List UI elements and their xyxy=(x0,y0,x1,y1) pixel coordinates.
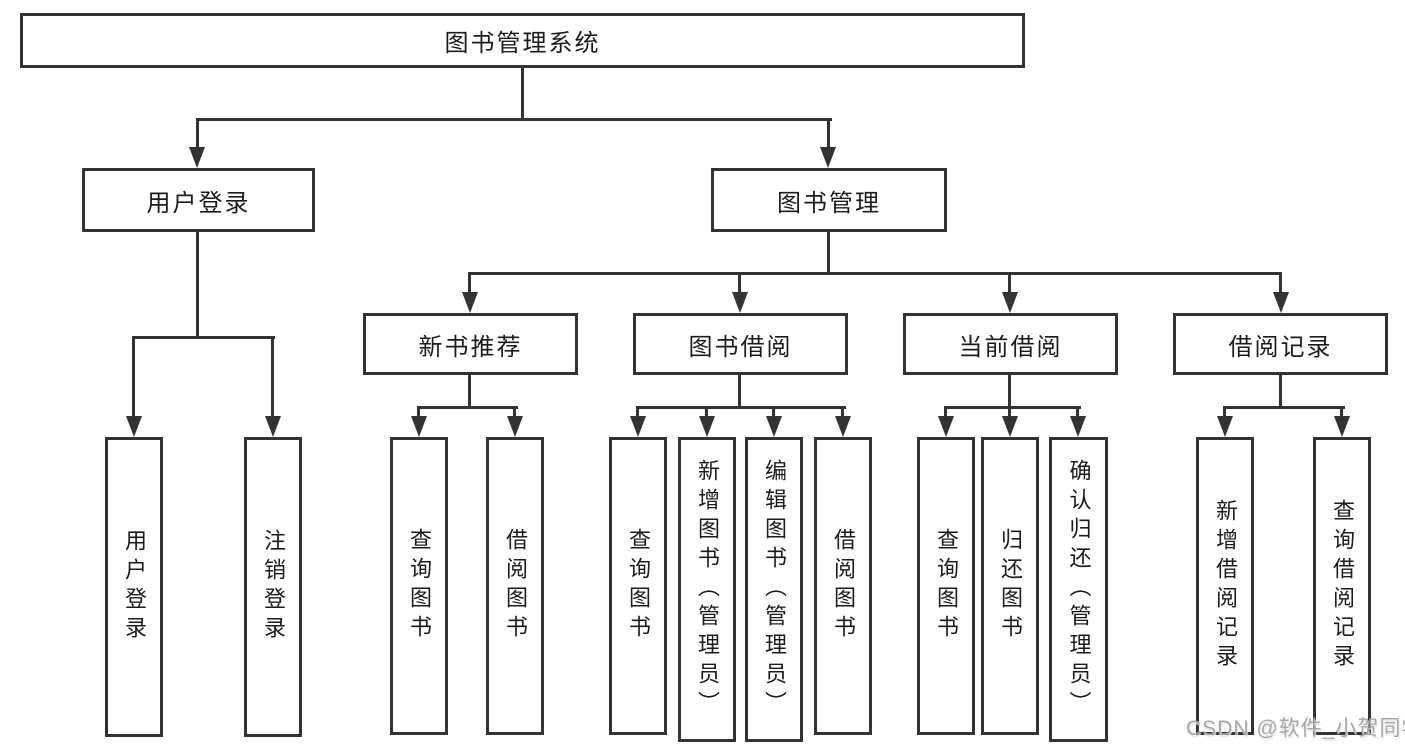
leaf-return-books: 归还图书 xyxy=(981,437,1039,735)
leaf-add-books-admin: 新增图书（管理员） xyxy=(678,437,736,742)
connector-section-stub xyxy=(1279,375,1282,409)
connector-leaf-drop xyxy=(841,406,844,419)
node-book-borrow: 图书借阅 xyxy=(633,313,848,375)
connector-book-mgmt-drop xyxy=(827,118,830,150)
arrowhead-leaf xyxy=(630,416,646,437)
arrowhead-section xyxy=(1002,292,1018,313)
connector-leaf-drop xyxy=(513,406,516,419)
node-root: 图书管理系统 xyxy=(20,13,1025,68)
arrowhead-leaf xyxy=(1217,416,1233,437)
arrowhead-leaf xyxy=(126,416,142,437)
arrowhead-leaf xyxy=(1002,416,1018,437)
arrowhead-leaf xyxy=(265,416,281,437)
arrowhead-leaf xyxy=(699,416,715,437)
leaf-borrow-books: 借阅图书 xyxy=(486,437,544,735)
connector-level3-bar xyxy=(468,272,1282,275)
node-user-login: 用户登录 xyxy=(82,168,315,232)
arrowhead-leaf xyxy=(766,416,782,437)
connector-leaf-drop xyxy=(132,336,135,418)
leaf-query-books: 查询图书 xyxy=(609,437,667,735)
connector-root-stub xyxy=(521,68,524,118)
arrowhead-user-login xyxy=(189,147,205,168)
leaf-confirm-return-admin: 确认归还（管理员） xyxy=(1049,437,1108,742)
arrowhead-leaf xyxy=(938,416,954,437)
leaf-edit-books-admin: 编辑图书（管理员） xyxy=(745,437,803,742)
connector-leaf-drop xyxy=(772,406,775,419)
node-borrow-records: 借阅记录 xyxy=(1173,313,1388,375)
arrowhead-section xyxy=(462,292,478,313)
arrowhead-book-mgmt xyxy=(820,147,836,168)
leaf-add-borrow-record: 新增借阅记录 xyxy=(1196,437,1254,735)
leaf-query-books: 查询图书 xyxy=(917,437,975,735)
connector-leaf-drop xyxy=(636,406,639,419)
connector-section-stub xyxy=(468,375,471,409)
arrowhead-leaf xyxy=(411,416,427,437)
leaf-borrow-books: 借阅图书 xyxy=(814,437,872,735)
leaf-user-login: 用户登录 xyxy=(105,437,163,737)
connector-leaf-drop xyxy=(1340,406,1343,419)
connector-leaf-bar xyxy=(944,406,1081,409)
connector-section-stub xyxy=(738,375,741,409)
connector-section-drop xyxy=(468,272,471,294)
csdn-watermark: CSDN @软件_小贺同学 xyxy=(1186,717,1405,740)
leaf-query-books: 查询图书 xyxy=(390,437,448,735)
connector-level2-bar xyxy=(196,118,832,121)
connector-section-drop xyxy=(738,272,741,294)
node-book-mgmt: 图书管理 xyxy=(711,168,947,232)
arrowhead-leaf xyxy=(1070,416,1086,437)
connector-leaf-drop xyxy=(417,406,420,419)
leaf-query-borrow-record: 查询借阅记录 xyxy=(1313,437,1371,735)
connector-leaf-drop xyxy=(705,406,708,419)
arrowhead-leaf xyxy=(507,416,523,437)
connector-leaf-drop xyxy=(1076,406,1079,419)
arrowhead-section xyxy=(1273,292,1289,313)
connector-leaf-bar xyxy=(636,406,846,409)
connector-leaf-bar xyxy=(1223,406,1345,409)
connector-user-login-stub xyxy=(196,232,199,339)
leaf-logout: 注销登录 xyxy=(244,437,302,737)
arrowhead-section xyxy=(732,292,748,313)
connector-leaf-drop xyxy=(1008,406,1011,419)
arrowhead-leaf xyxy=(835,416,851,437)
connector-user-login-drop xyxy=(196,118,199,150)
connector-section-stub xyxy=(1008,375,1011,409)
connector-leaf-drop xyxy=(944,406,947,419)
connector-book-mgmt-stub xyxy=(827,232,830,275)
node-new-book-rec: 新书推荐 xyxy=(363,313,578,375)
connector-user-login-bar xyxy=(132,336,275,339)
connector-section-drop xyxy=(1008,272,1011,294)
node-current-borrow: 当前借阅 xyxy=(903,313,1118,375)
arrowhead-leaf xyxy=(1334,416,1350,437)
connector-section-drop xyxy=(1279,272,1282,294)
connector-leaf-drop xyxy=(271,336,274,418)
connector-leaf-drop xyxy=(1223,406,1226,419)
connector-leaf-bar xyxy=(417,406,518,409)
